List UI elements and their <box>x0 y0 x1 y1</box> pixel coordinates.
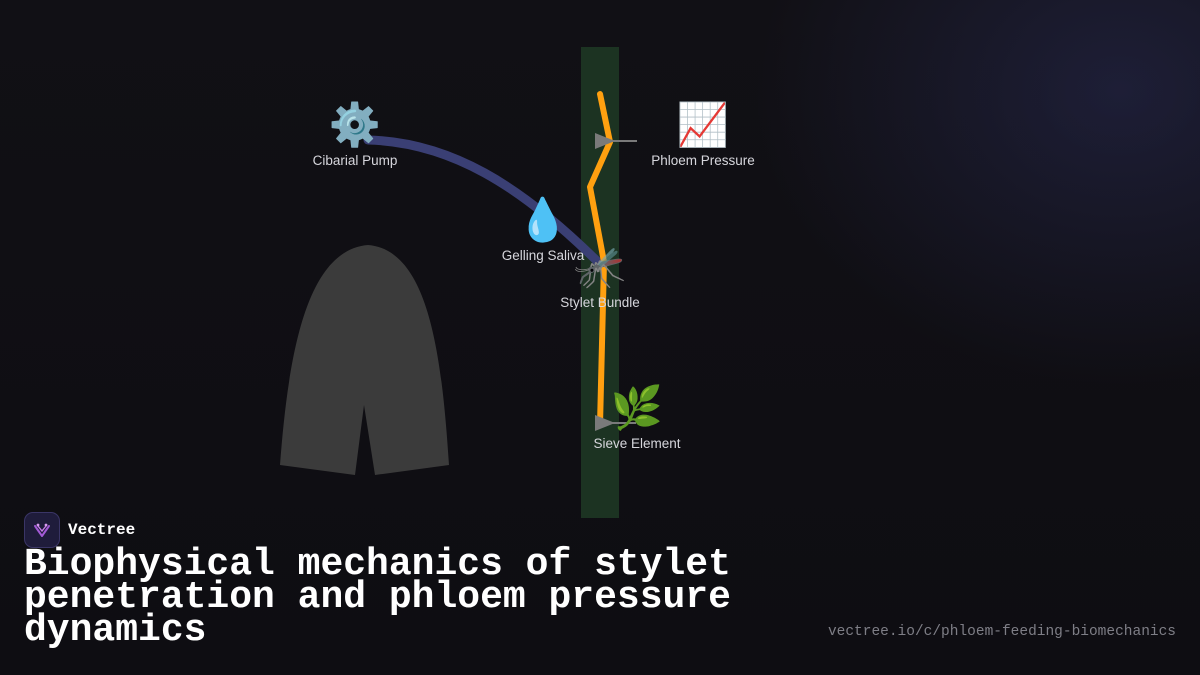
node-label: Sieve Element <box>593 436 681 451</box>
node-phloem-pressure: 📈 Phloem Pressure <box>651 100 755 169</box>
node-sieve-element: 🌿 Sieve Element <box>593 383 681 452</box>
page-title: Biophysical mechanics of stylet penetrat… <box>24 543 731 652</box>
node-cibarial-pump: ⚙️ Cibarial Pump <box>312 100 398 169</box>
gear-icon: ⚙️ <box>328 100 382 149</box>
node-label: Gelling Saliva <box>501 248 585 263</box>
node-gelling-saliva: 💧 Gelling Saliva <box>501 195 585 264</box>
mosquito-icon: 🦟 <box>573 242 627 291</box>
source-url[interactable]: vectree.io/c/phloem-feeding-biomechanics <box>827 624 1176 640</box>
stylet-path <box>587 91 613 428</box>
brand: Vectree <box>24 512 135 548</box>
node-label: Stylet Bundle <box>560 295 640 310</box>
chart-increasing-icon: 📈 <box>676 100 730 149</box>
insect-body-silhouette <box>280 245 449 475</box>
brand-name: Vectree <box>68 521 136 539</box>
vectree-logo-icon <box>24 512 60 548</box>
droplet-icon: 💧 <box>516 195 570 244</box>
feeding-tube <box>363 135 603 267</box>
node-stylet-bundle: 🦟 Stylet Bundle <box>560 242 640 311</box>
herb-icon: 🌿 <box>610 383 664 432</box>
node-label: Cibarial Pump <box>312 153 398 168</box>
plant-tissue-column <box>581 47 619 518</box>
node-label: Phloem Pressure <box>651 153 755 168</box>
